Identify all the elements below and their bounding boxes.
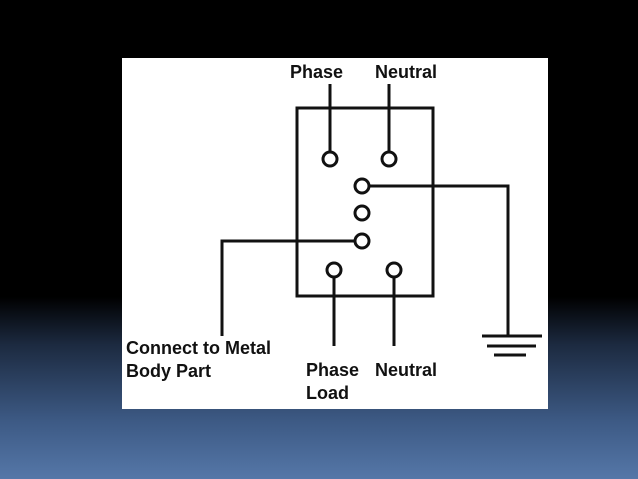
- terminal-middle-icon: [353, 204, 371, 222]
- terminal-neutral-in-icon: [380, 150, 398, 168]
- label-connect-line2: Body Part: [126, 361, 212, 381]
- label-top-phase: Phase: [290, 62, 344, 82]
- ground-wire: [370, 184, 510, 336]
- label-bottom-neutral: Neutral: [375, 360, 438, 380]
- switch-box: [295, 106, 435, 298]
- label-bottom-load: Load: [306, 383, 349, 403]
- wiring-diagram: [220, 84, 542, 357]
- terminal-body-icon: [353, 232, 371, 250]
- ground-symbol-icon: [482, 334, 542, 357]
- terminal-ground-icon: [353, 177, 371, 195]
- body-wire: [220, 239, 355, 336]
- terminal-neutral-load-icon: [385, 261, 403, 279]
- wiring-diagram-panel: Phase Neutral Connect to Metal Body Part…: [122, 58, 548, 409]
- terminal-phase-in-icon: [321, 150, 339, 168]
- label-bottom-phase: Phase: [306, 360, 360, 380]
- label-connect-line1: Connect to Metal: [126, 338, 272, 358]
- label-top-neutral: Neutral: [375, 62, 438, 82]
- terminal-phase-load-icon: [325, 261, 343, 279]
